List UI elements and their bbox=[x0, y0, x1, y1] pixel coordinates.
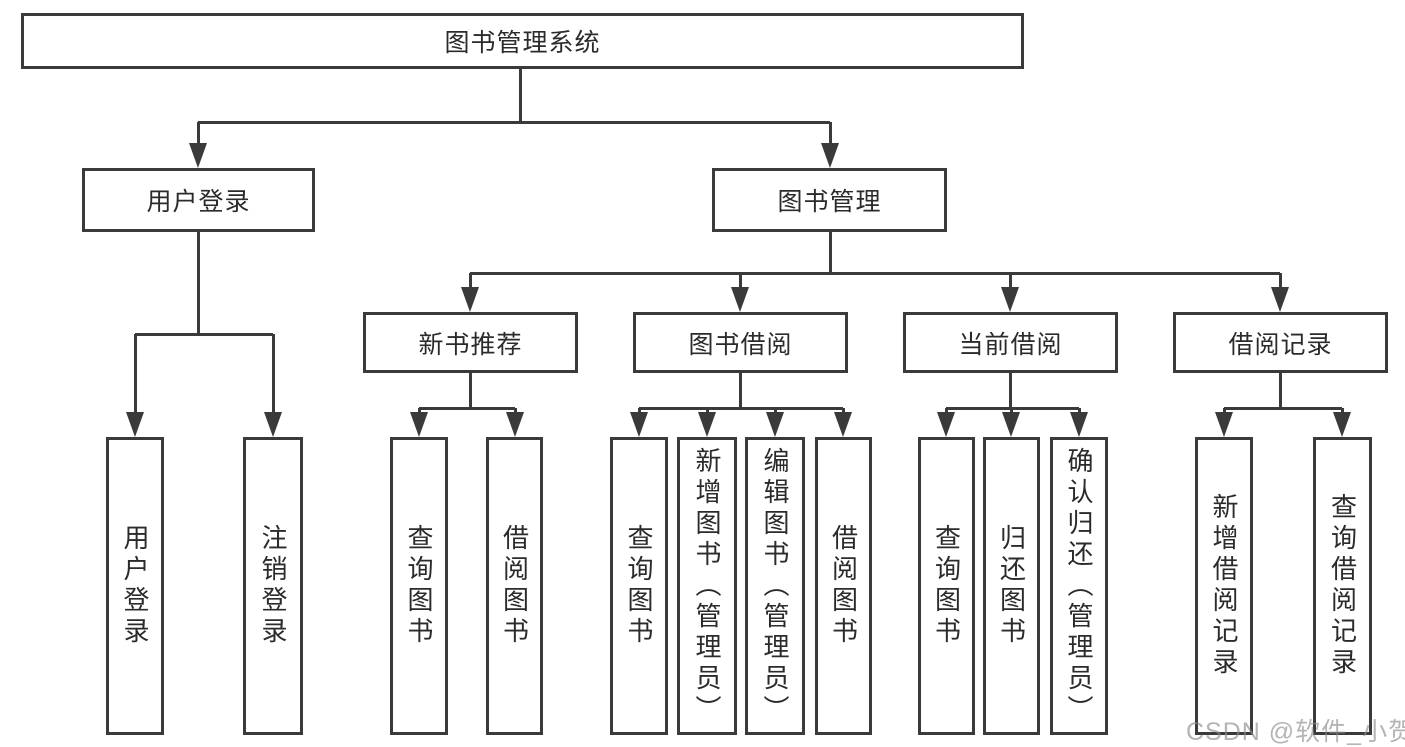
tree-line-vertical bbox=[1009, 373, 1012, 408]
arrow-down-icon bbox=[264, 412, 282, 437]
node-leaf-user-login-label: 用户登录 bbox=[120, 524, 150, 648]
node-book-borrow: 图书借阅 bbox=[633, 312, 848, 373]
node-leaf-logout: 注销登录 bbox=[243, 437, 303, 735]
node-leaf-add-books-admin-label: 新增图书（管理员） bbox=[692, 446, 722, 726]
node-borrow-records-label: 借阅记录 bbox=[1228, 330, 1333, 359]
node-leaf-borrow-books-recommend: 借阅图书 bbox=[486, 437, 543, 735]
node-book-borrow-label: 图书借阅 bbox=[688, 330, 793, 359]
watermark: CSDN @软件_小贺同学 bbox=[1186, 718, 1405, 746]
node-leaf-add-borrow-record-label: 新增借阅记录 bbox=[1209, 493, 1239, 679]
node-book-management-label: 图书管理 bbox=[777, 188, 882, 216]
node-leaf-borrow-books: 借阅图书 bbox=[815, 437, 872, 735]
arrow-down-icon bbox=[766, 412, 784, 437]
node-current-borrow: 当前借阅 bbox=[903, 312, 1118, 373]
tree-line-vertical bbox=[829, 232, 832, 273]
arrow-down-icon bbox=[189, 143, 207, 168]
arrow-down-icon bbox=[126, 412, 144, 437]
node-leaf-confirm-return-admin: 确认归还（管理员） bbox=[1050, 437, 1108, 735]
tree-line-vertical bbox=[739, 373, 742, 408]
node-leaf-query-books-borrow-label: 查询图书 bbox=[624, 524, 654, 648]
node-root: 图书管理系统 bbox=[21, 13, 1024, 69]
arrow-stem bbox=[1009, 273, 1012, 287]
arrow-down-icon bbox=[1333, 412, 1351, 437]
arrow-down-icon bbox=[1002, 412, 1020, 437]
arrow-down-icon bbox=[1070, 412, 1088, 437]
node-leaf-borrow-books-label: 借阅图书 bbox=[828, 524, 859, 648]
node-leaf-confirm-return-admin-label: 确认归还（管理员） bbox=[1064, 446, 1094, 726]
node-leaf-query-borrow-record-label: 查询借阅记录 bbox=[1327, 493, 1358, 679]
node-leaf-return-books: 归还图书 bbox=[983, 437, 1040, 735]
arrow-down-icon bbox=[410, 412, 428, 437]
node-leaf-add-books-admin: 新增图书（管理员） bbox=[677, 437, 737, 735]
arrow-stem bbox=[1010, 408, 1013, 412]
tree-line-vertical bbox=[469, 373, 472, 408]
node-leaf-edit-books-admin: 编辑图书（管理员） bbox=[745, 437, 805, 735]
tree-line-vertical bbox=[197, 232, 200, 334]
arrow-down-icon bbox=[731, 287, 749, 312]
arrow-down-icon bbox=[630, 412, 648, 437]
arrow-down-icon bbox=[937, 412, 955, 437]
tree-line-horizontal bbox=[470, 272, 1280, 275]
node-leaf-query-books-recommend-label: 查询图书 bbox=[404, 524, 434, 648]
tree-line-vertical bbox=[1279, 373, 1282, 408]
arrow-down-icon bbox=[506, 412, 524, 437]
node-leaf-query-books-current-label: 查询图书 bbox=[931, 524, 962, 648]
arrow-stem bbox=[1223, 408, 1226, 412]
node-leaf-user-login: 用户登录 bbox=[106, 437, 164, 735]
tree-line-horizontal bbox=[639, 407, 843, 410]
arrow-stem bbox=[774, 408, 777, 412]
node-leaf-add-borrow-record: 新增借阅记录 bbox=[1195, 437, 1253, 735]
arrow-down-icon bbox=[461, 287, 479, 312]
arrow-stem bbox=[469, 273, 472, 287]
arrow-stem bbox=[134, 334, 137, 412]
arrow-stem bbox=[706, 408, 709, 412]
arrow-stem bbox=[1341, 408, 1344, 412]
arrow-stem bbox=[638, 408, 641, 412]
node-current-borrow-label: 当前借阅 bbox=[958, 330, 1063, 359]
node-user-login: 用户登录 bbox=[82, 168, 315, 232]
node-leaf-edit-books-admin-label: 编辑图书（管理员） bbox=[760, 446, 790, 726]
arrow-stem bbox=[514, 408, 517, 412]
node-user-login-label: 用户登录 bbox=[146, 188, 251, 216]
arrow-stem bbox=[945, 408, 948, 412]
node-leaf-query-books-current: 查询图书 bbox=[918, 437, 975, 735]
arrow-stem bbox=[272, 334, 275, 412]
node-book-management: 图书管理 bbox=[712, 168, 947, 232]
tree-line-vertical bbox=[519, 69, 522, 122]
tree-line-horizontal bbox=[135, 333, 273, 336]
arrow-down-icon bbox=[834, 412, 852, 437]
arrow-down-icon bbox=[1001, 287, 1019, 312]
tree-line-horizontal bbox=[1224, 407, 1342, 410]
arrow-stem bbox=[829, 122, 832, 143]
node-leaf-borrow-books-recommend-label: 借阅图书 bbox=[499, 524, 530, 648]
node-leaf-return-books-label: 归还图书 bbox=[996, 524, 1027, 648]
node-leaf-query-books-recommend: 查询图书 bbox=[390, 437, 448, 735]
arrow-stem bbox=[1279, 273, 1282, 287]
tree-line-horizontal bbox=[419, 407, 515, 410]
node-new-book-recommend-label: 新书推荐 bbox=[418, 330, 523, 359]
arrow-down-icon bbox=[1215, 412, 1233, 437]
node-borrow-records: 借阅记录 bbox=[1173, 312, 1388, 373]
arrow-stem bbox=[418, 408, 421, 412]
arrow-stem bbox=[197, 122, 200, 143]
arrow-stem bbox=[1078, 408, 1081, 412]
arrow-down-icon bbox=[821, 143, 839, 168]
node-leaf-logout-label: 注销登录 bbox=[258, 524, 288, 648]
node-root-label: 图书管理系统 bbox=[444, 29, 601, 57]
arrow-stem bbox=[739, 273, 742, 287]
node-leaf-query-borrow-record: 查询借阅记录 bbox=[1313, 437, 1372, 735]
node-leaf-query-books-borrow: 查询图书 bbox=[610, 437, 668, 735]
arrow-down-icon bbox=[1271, 287, 1289, 312]
arrow-stem bbox=[842, 408, 845, 412]
tree-line-horizontal bbox=[198, 121, 830, 124]
node-new-book-recommend: 新书推荐 bbox=[363, 312, 578, 373]
arrow-down-icon bbox=[698, 412, 716, 437]
